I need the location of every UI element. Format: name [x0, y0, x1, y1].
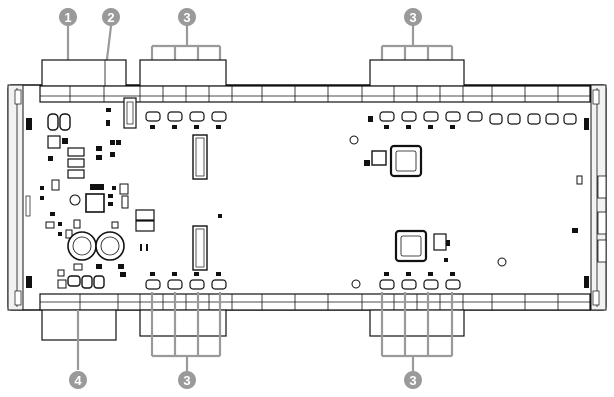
callout-1-label: 1	[64, 10, 71, 25]
callout-3-top-left-label: 3	[183, 10, 190, 25]
top-led-row	[106, 97, 577, 129]
callout-4: 4	[69, 310, 87, 389]
callout-3-bottom-left-label: 3	[183, 373, 190, 388]
callout-2-label: 2	[107, 10, 114, 25]
left-components	[40, 113, 155, 289]
callout-3-top-right-label: 3	[409, 10, 416, 25]
board-housing	[7, 84, 607, 311]
callout-4-label: 4	[74, 373, 82, 388]
right-components	[351, 144, 583, 289]
bottom-terminal-row	[39, 293, 591, 341]
center-components	[192, 134, 359, 271]
top-terminal-row	[39, 59, 591, 103]
callout-3-bottom-left: 3	[150, 292, 222, 389]
callout-3-bottom-right-label: 3	[409, 373, 416, 388]
callout-3-bottom-right: 3	[380, 292, 454, 389]
bottom-led-row	[145, 272, 461, 290]
